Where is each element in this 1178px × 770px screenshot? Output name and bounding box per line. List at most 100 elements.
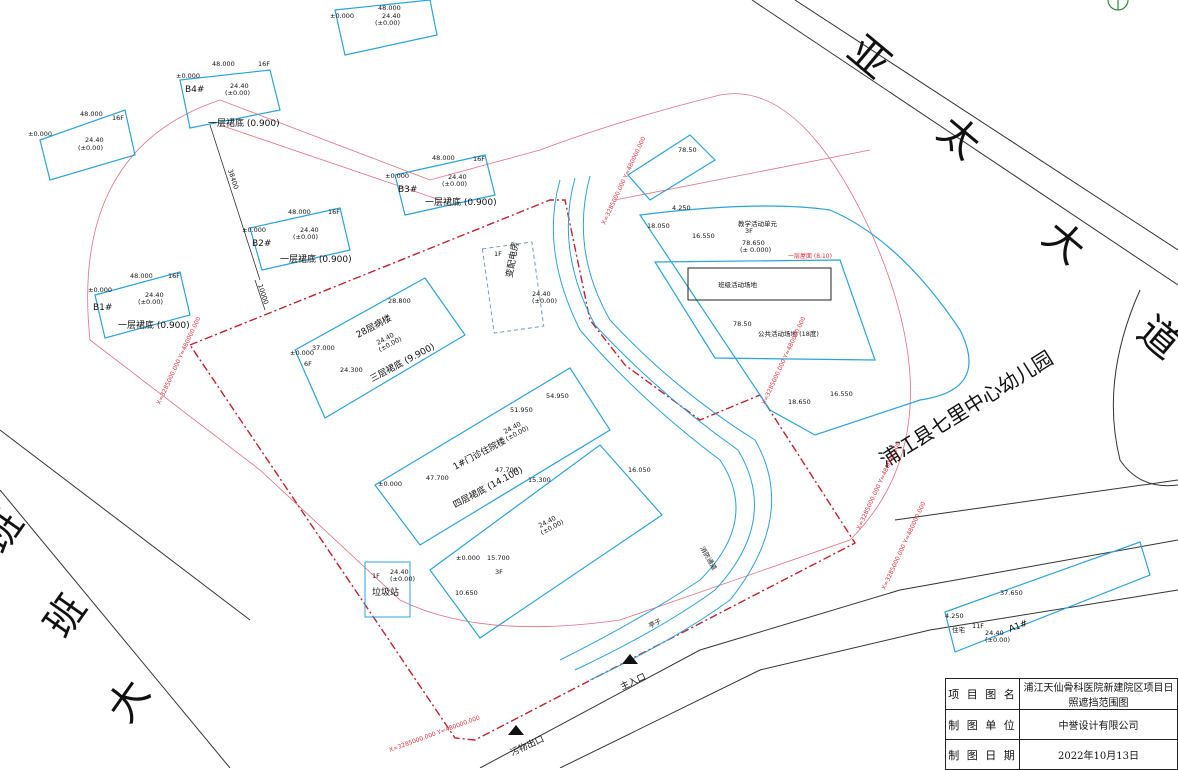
kg-unit-elev: 78.650 [742,239,765,247]
title-block: 项 目 图 名 浦江天仙骨科医院新建院区项目日照遮挡范围图 制 图 单 位 中誉… [945,678,1178,770]
b3-base: ±0.000 [385,172,409,180]
a1-floors: 11F [972,622,984,630]
outpatient-h10: 10.650 [455,589,478,597]
outpatient-floor: 3F [495,568,503,576]
dim-10000: 10000 [256,283,270,305]
kg-public: 公共活动场地 (18度) [758,329,819,338]
garbage-station: 垃圾站 24.40 (±0.00) 1F [364,561,415,618]
sewage-exit-label: 污物出口 [508,733,546,759]
coordinate-points: X=3285000.000 Y=480000.000 X=3285000.000… [155,136,927,754]
b2-elev1: 24.40 [300,226,319,234]
value-project-name: 浦江天仙骨科医院新建院区项目日照遮挡范围图 [1019,678,1178,710]
b4-name: B4# [185,85,204,95]
b1-name: B1# [93,303,112,313]
pavilion-label: 亭子 [647,616,663,630]
kg-e2: 78.50 [733,320,752,328]
b2-elev2: (±0.00) [293,233,318,241]
kg-unit: 教学活动单元 [738,219,778,228]
fire-lane-label: 消防通道 [698,545,719,572]
b1-elev2: (±0.00) [138,298,163,306]
garbage-elev1: 24.40 [390,568,409,576]
b2-podium: 一层裙底 (0.900) [280,253,352,265]
ban-road-label: 班 班 大 [0,502,159,731]
ward-28: 28层病楼 24.40 (±0.00) 三层裙底 (9.900) 37.000 … [290,277,466,419]
b4-elev1: 24.40 [230,82,249,90]
substation-name: 变配电房 [503,241,521,279]
b3-floors: 16F [473,155,485,163]
outpatient-h6: 54.950 [546,392,569,400]
bt-elev1: 24.40 [382,12,401,20]
ward28-h1: 37.000 [312,344,335,352]
coord-6: X=3285000.000 Y=480000.000 [388,714,481,754]
b4-height: 48.000 [212,60,235,68]
garbage-elev2: (±0.00) [390,575,415,583]
b1-podium: 一层裙底 (0.900) [118,319,190,331]
a1-use: 住宅 [952,625,966,634]
b1-height: 48.000 [130,272,153,280]
building-top: ±0.000 48.000 24.40 (±0.00) [330,0,438,56]
road-char-7: 大 [99,672,160,731]
outpatient-h5: 47.700 [495,466,518,474]
kindergarten-name: 浦江县七里中心幼儿园 [875,346,1057,472]
fire-lane-path [552,179,737,661]
kg-h3: 18.650 [788,398,811,406]
dim-38400: 38400 [226,168,240,190]
ward28-h3: 28.800 [388,297,411,305]
road-char-4: 道 [1129,307,1178,368]
coord-2: X=3285000.000 Y=480000.000 [600,136,647,226]
label-drawing-unit: 制 图 单 位 [945,709,1020,740]
building-b1: B1# 16F 48.000 ±0.000 24.40 (±0.00) 一层裙底… [88,271,191,339]
outpatient-h7: 16.050 [628,466,651,474]
b3-height: 48.000 [432,154,455,162]
bt-base: ±0.000 [330,12,354,20]
building-bl: ±0.000 48.000 16F 24.40 (±0.00) [28,109,136,181]
site-boundary [188,199,857,741]
kg-h2: 16.550 [692,232,715,240]
garbage-floor: 1F [372,572,380,580]
b2-name: B2# [252,239,271,249]
b1-base: ±0.000 [88,286,112,294]
a1-height: 37.650 [1000,589,1023,597]
bt-elev2: (±0.00) [375,19,400,27]
kindergarten: 78.50 班级活动场地 公共活动场地 (18度) 78.50 教学活动单元 3… [627,134,1057,472]
kg-yard: 班级活动场地 [718,280,758,289]
b1-floors: 16F [168,272,180,280]
substation-floor: 1F [494,250,502,258]
b3-elev1: 24.40 [448,173,467,181]
b2-floors: 16F [328,208,340,216]
bt-height: 48.000 [378,4,401,12]
b3-podium: 一层裙底 (0.900) [425,196,497,208]
bl-base: ±0.000 [28,130,52,138]
kg-roof: 一层屋面 (8.10) [788,253,832,260]
bl-height: 48.000 [80,110,103,118]
substation-elev1: 24.40 [532,290,551,298]
substation-elev2: (±0.00) [532,297,557,305]
kg-h5: 4.250 [672,204,691,212]
bl-elev2: (±0.00) [78,144,103,152]
a1-name: A1# [1008,619,1030,635]
kg-unit-floor: 3F [745,227,753,235]
main-entry-label: 主入口 [618,670,648,692]
label-drawing-date: 制 图 日 期 [945,739,1020,770]
main-entry-marker [622,654,638,664]
building-b3: B3# 16F 48.000 ±0.000 24.40 (±0.00) 一层裙底… [385,154,497,216]
a1-elev1: 24.40 [985,629,1004,637]
value-drawing-date: 2022年10月13日 [1019,739,1178,770]
yatai-road-label: 亚 太 大 道 [839,27,1178,368]
kg-h4: 16.550 [830,390,853,398]
b2-height: 48.000 [288,208,311,216]
building-b4: B4# 16F 48.000 ±0.000 24.40 (±0.00) 一层裙底… [176,60,281,129]
kg-e1: 78.50 [678,146,697,154]
b4-podium: 一层裙底 (0.900) [208,117,280,129]
a1-elev2: (±0.00) [985,636,1010,644]
road-char-1: 亚 [839,27,899,88]
bl-floors: 16F [112,114,124,122]
road-char-3: 大 [1034,212,1094,273]
garbage-name: 垃圾站 [372,586,399,598]
b3-elev2: (±0.00) [442,180,467,188]
ward28-base: ±0.000 [290,349,314,357]
outpatient-building: 1#门诊住院楼 四层裙底 (14.100) 24.40 (±0.00) 51.9… [374,367,663,639]
shadow-envelope [87,93,911,628]
